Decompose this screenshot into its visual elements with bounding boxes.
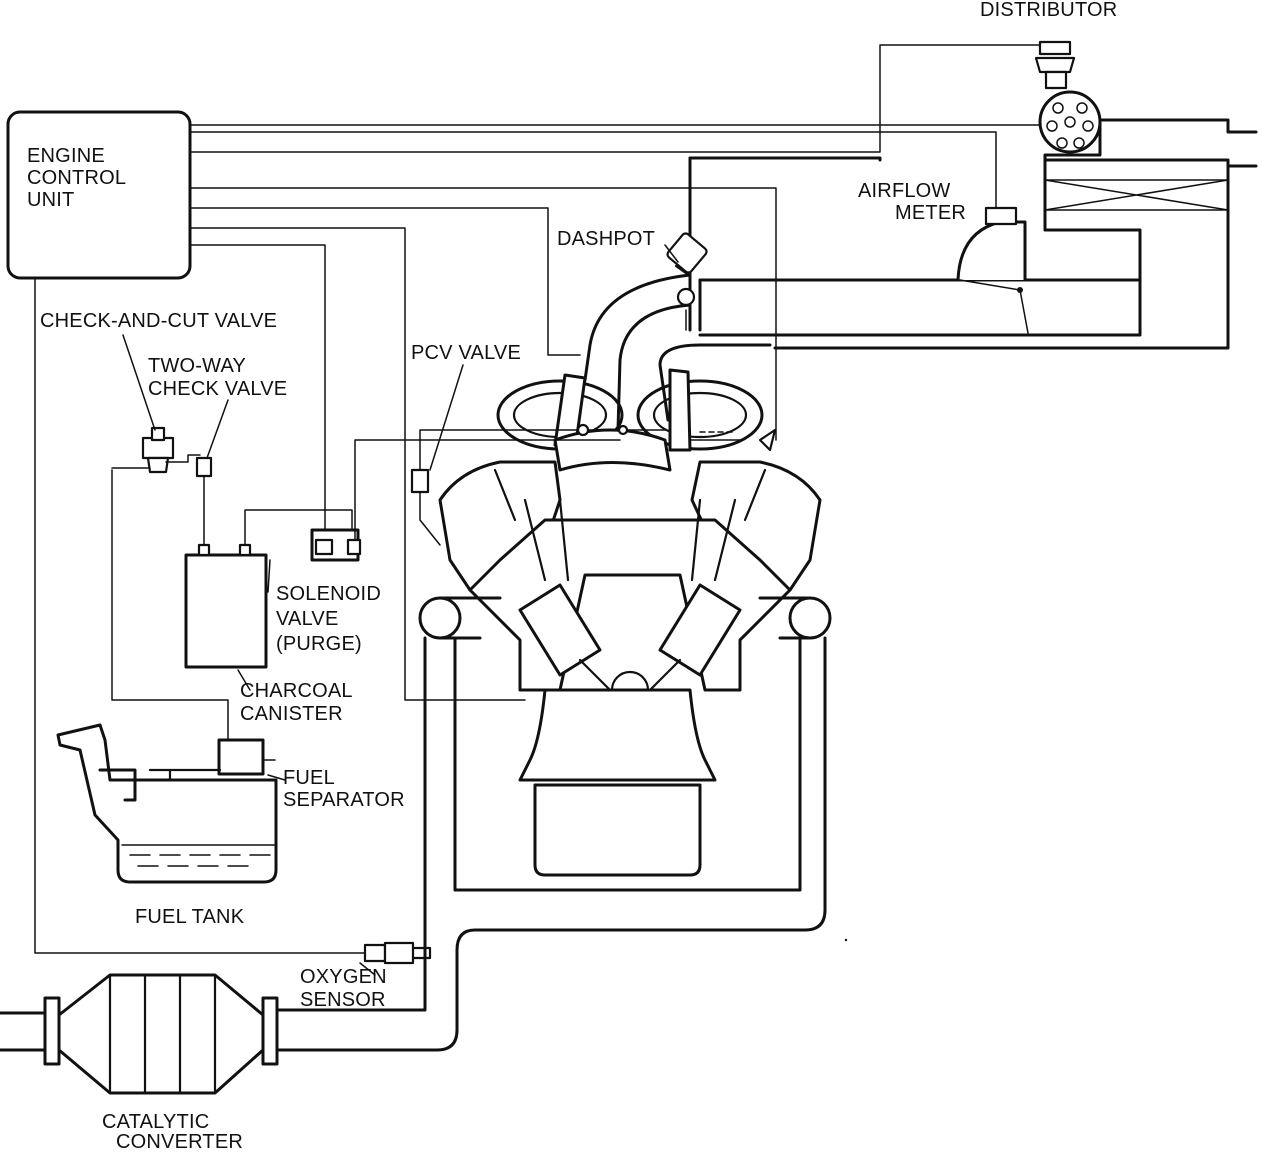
check-and-cut-valve-label: CHECK-AND-CUT VALVE (40, 310, 277, 332)
ecu-label-line1: ENGINE (27, 145, 105, 167)
ecu-label-line3: UNIT (27, 189, 74, 211)
ecu-label-line2: CONTROL (27, 167, 126, 189)
distributor (1034, 40, 1102, 154)
airflow-label-line2: METER (895, 202, 966, 224)
stray-dot (844, 938, 848, 942)
fuel-separator-label-line1: FUEL (283, 767, 335, 789)
fuel-tank-label: FUEL TANK (135, 906, 245, 928)
leader-lines (122, 244, 679, 976)
exhaust-pipes (0, 636, 827, 1052)
engine-control-unit (6, 110, 192, 280)
two-way-label-line1: TWO-WAY (148, 355, 246, 377)
catalytic-converter-label-line2: CONVERTER (116, 1131, 243, 1152)
catalytic-converter-label-line1: CATALYTIC (102, 1111, 209, 1133)
catalytic-converter (43, 973, 279, 1095)
airflow-label-line1: AIRFLOW (858, 180, 951, 202)
pcv-valve-label: PCV VALVE (411, 342, 521, 364)
two-way-label-line2: CHECK VALVE (148, 378, 287, 400)
oxygen-sensor-label-line2: SENSOR (300, 989, 386, 1011)
v-engine (418, 460, 832, 877)
fuel-tank (56, 723, 278, 884)
dashpot-label: DASHPOT (557, 228, 655, 250)
solenoid-label-line3: (PURGE) (276, 633, 362, 655)
two-way-check-valve (195, 456, 213, 556)
charcoal-canister (184, 509, 353, 669)
oxygen-sensor (363, 941, 432, 965)
air-intake (698, 118, 1258, 350)
distributor-label: DISTRIBUTOR (980, 0, 1117, 21)
solenoid-label-line1: SOLENOID (276, 583, 381, 605)
solenoid-label-line2: VALVE (276, 608, 339, 630)
charcoal-label-line2: CANISTER (240, 703, 343, 725)
throttle-body (666, 156, 882, 332)
check-and-cut-valve (111, 426, 229, 741)
labels: DISTRIBUTOR ENGINE CONTROL UNIT AIRFLOW … (27, 0, 1117, 1152)
oxygen-sensor-label-line1: OXYGEN (300, 966, 387, 988)
solenoid-valve-purge (310, 439, 621, 562)
charcoal-label-line1: CHARCOAL (240, 680, 353, 702)
ecu-wiring (34, 44, 1051, 954)
fuel-separator (217, 738, 276, 776)
fuel-separator-label-line2: SEPARATOR (283, 789, 405, 811)
